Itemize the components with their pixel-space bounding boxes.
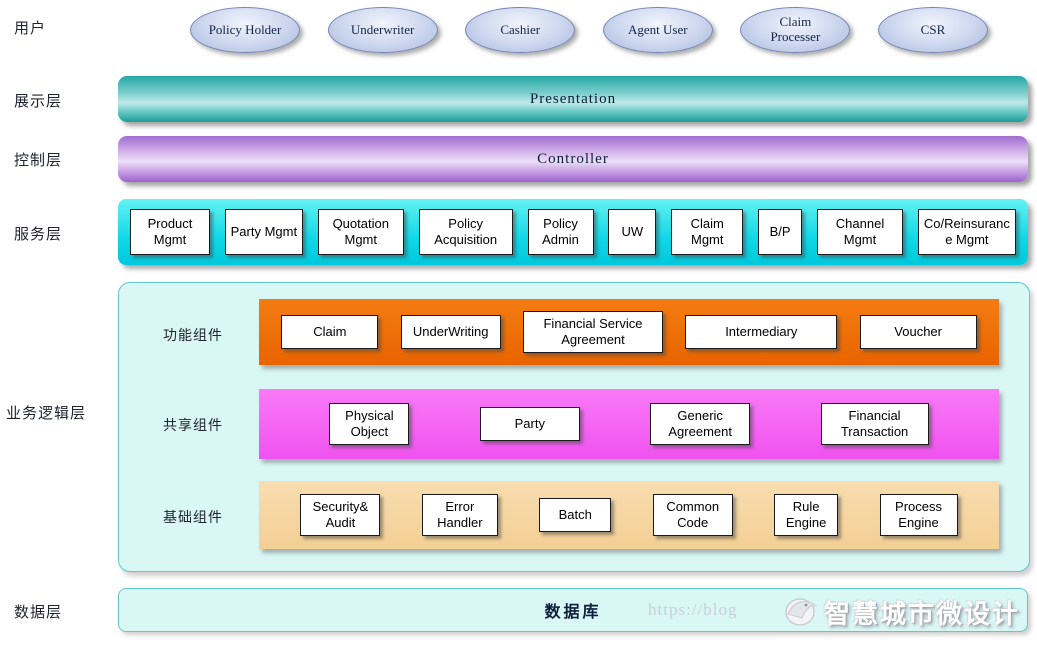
service-policy-acquisition: Policy Acquisition bbox=[418, 209, 513, 255]
component-generic-agreement: Generic Agreement bbox=[650, 403, 751, 445]
foundation-components-bar: Security& Audit Error Handler Batch Comm… bbox=[259, 481, 999, 549]
service-party-mgmt: Party Mgmt bbox=[224, 209, 303, 255]
service-claim-mgmt: Claim Mgmt bbox=[671, 209, 744, 255]
functional-components-bar: Claim UnderWriting Financial Service Agr… bbox=[259, 299, 999, 365]
actor-agent-user: Agent User bbox=[602, 7, 713, 53]
database-title: 数据库 bbox=[544, 604, 602, 621]
watermark-brand-text: 智慧城市微设计 bbox=[824, 600, 1021, 629]
service-channel-mgmt: Channel Mgmt bbox=[817, 209, 903, 255]
service-quotation-mgmt: Quotation Mgmt bbox=[317, 209, 404, 255]
component-voucher: Voucher bbox=[859, 315, 977, 349]
actor-csr: CSR bbox=[877, 7, 988, 53]
watermark-url-text: https://blog bbox=[648, 600, 738, 619]
layer-label-services: 服务层 bbox=[14, 227, 63, 243]
actor-underwriter: Underwriter bbox=[327, 7, 438, 53]
component-claim: Claim bbox=[281, 315, 379, 349]
service-co-reinsurance: Co/Reinsurance Mgmt bbox=[917, 209, 1016, 255]
component-process-engine: Process Engine bbox=[879, 494, 958, 536]
component-rule-engine: Rule Engine bbox=[774, 494, 839, 536]
actor-cashier: Cashier bbox=[465, 7, 576, 53]
component-common-code: Common Code bbox=[652, 494, 733, 536]
presentation-bar: Presentation bbox=[118, 76, 1028, 122]
layer-label-presentation: 展示层 bbox=[14, 94, 63, 110]
presentation-title: Presentation bbox=[529, 90, 617, 107]
layer-label-users: 用户 bbox=[14, 21, 47, 37]
component-intermediary: Intermediary bbox=[685, 315, 838, 349]
layer-label-data: 数据层 bbox=[14, 605, 63, 621]
data-layer-bar: 数据库 bbox=[118, 588, 1028, 632]
dove-logo-icon bbox=[780, 592, 820, 628]
controller-bar: Controller bbox=[118, 136, 1028, 182]
service-bp: B/P bbox=[758, 209, 803, 255]
actor-claim-processer: Claim Processer bbox=[740, 7, 851, 53]
component-error-handler: Error Handler bbox=[421, 494, 498, 536]
shared-components-label: 共享组件 bbox=[163, 419, 223, 434]
business-logic-container: 功能组件 Claim UnderWriting Financial Servic… bbox=[118, 282, 1030, 572]
service-uw: UW bbox=[608, 209, 657, 255]
functional-components-label: 功能组件 bbox=[163, 329, 223, 344]
component-party: Party bbox=[479, 407, 580, 441]
controller-title: Controller bbox=[537, 150, 609, 167]
shared-components-bar: Physical Object Party Generic Agreement … bbox=[259, 389, 999, 459]
layer-label-business: 业务逻辑层 bbox=[6, 406, 87, 422]
component-financial-transaction: Financial Transaction bbox=[820, 403, 929, 445]
component-physical-object: Physical Object bbox=[329, 403, 410, 445]
layer-label-controller: 控制层 bbox=[14, 153, 63, 169]
component-financial-service-agreement: Financial Service Agreement bbox=[522, 311, 663, 353]
component-underwriting: UnderWriting bbox=[400, 315, 501, 349]
service-policy-admin: Policy Admin bbox=[527, 209, 594, 255]
actor-policy-holder: Policy Holder bbox=[190, 7, 300, 53]
foundation-components-label: 基础组件 bbox=[163, 511, 223, 526]
component-batch: Batch bbox=[539, 498, 612, 532]
services-bar: Product Mgmt Party Mgmt Quotation Mgmt P… bbox=[118, 199, 1028, 265]
actors-row: Policy Holder Underwriter Cashier Agent … bbox=[190, 4, 988, 56]
component-security-audit: Security& Audit bbox=[300, 494, 381, 536]
service-product-mgmt: Product Mgmt bbox=[130, 209, 210, 255]
